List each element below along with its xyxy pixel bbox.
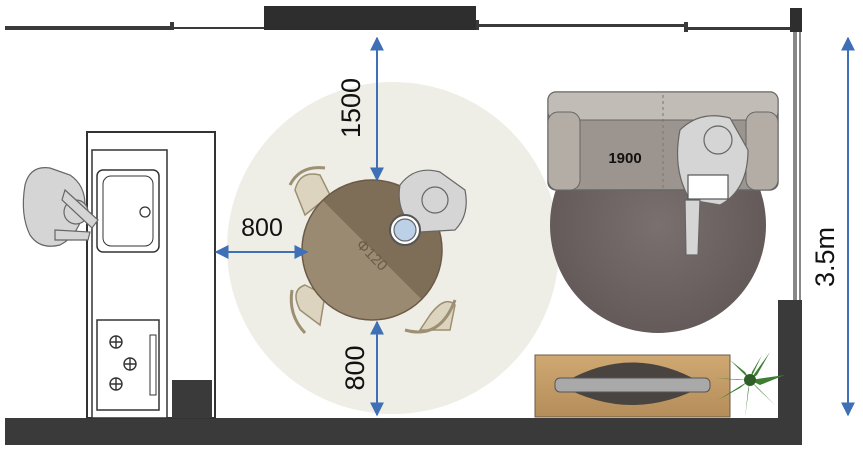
dimension-arrows (214, 36, 855, 417)
tv-icon (534, 354, 731, 418)
person-icon (676, 115, 749, 256)
side-clearance-label: 800 (241, 214, 283, 242)
stove-icon (96, 319, 160, 411)
window-top (264, 6, 476, 30)
person-icon (22, 167, 99, 247)
plant-icon (715, 352, 785, 418)
room-depth-label: 3.5m (810, 227, 840, 287)
walls (5, 6, 802, 445)
sofa-width-label: 1900 (608, 150, 641, 167)
person-icon (389, 169, 467, 246)
window-right (793, 32, 797, 300)
top-clearance-label: 1500 (336, 78, 366, 138)
sink-icon (96, 169, 160, 253)
bottom-clearance-label: 800 (340, 345, 370, 390)
